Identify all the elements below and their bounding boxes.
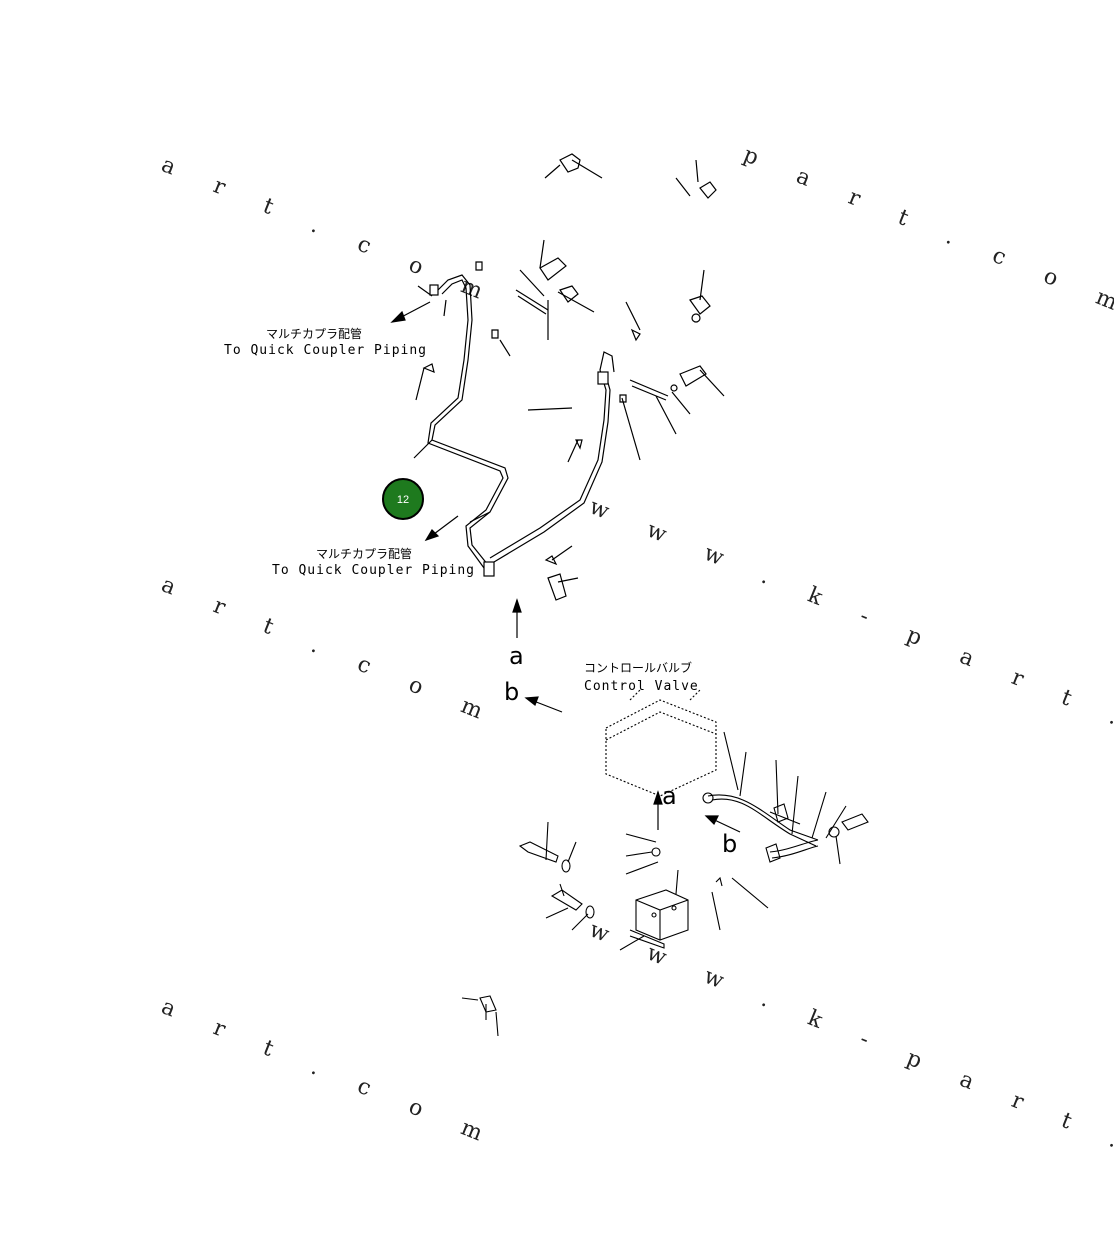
view-label-b-lower: b — [722, 830, 737, 858]
view-label-a-lower: a — [662, 782, 677, 810]
callout-circle[interactable] — [382, 478, 424, 520]
watermark-3: w w w . k - p a r t . c o m — [586, 494, 1114, 802]
watermark-6: w w w . k - p a r t . c o m — [586, 917, 1114, 1225]
upper-tube-assembly — [413, 153, 725, 601]
quick-coupler-label-en-lower: To Quick Coupler Piping — [272, 563, 475, 578]
watermark-5: a r t . c o m — [158, 994, 503, 1153]
watermark-4: a r t . c o m — [158, 572, 503, 731]
control-valve-label-jp: コントロールバルブ — [584, 660, 692, 675]
watermark-2: p a r t . c o m — [740, 142, 1114, 322]
quick-coupler-label-en-upper: To Quick Coupler Piping — [224, 343, 427, 358]
watermark-1: a r t . c o m — [158, 152, 503, 311]
view-label-b-upper: b — [504, 678, 519, 706]
callout-marker[interactable]: 12 — [382, 478, 424, 520]
quick-coupler-label-jp-lower: マルチカプラ配管 — [316, 546, 412, 561]
control-valve — [605, 689, 717, 797]
callout-number: 12 — [397, 494, 409, 506]
control-valve-label-en: Control Valve — [584, 679, 699, 694]
quick-coupler-label-jp-upper: マルチカプラ配管 — [266, 326, 362, 341]
view-label-a-upper: a — [509, 642, 524, 670]
lower-assembly — [461, 689, 869, 1037]
arrows — [390, 301, 741, 833]
